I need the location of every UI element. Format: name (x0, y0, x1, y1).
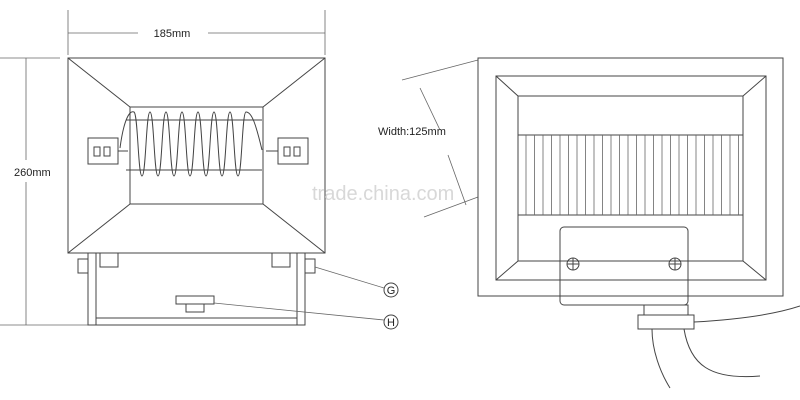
rear-housing (477, 57, 784, 297)
cable-gland (643, 304, 689, 316)
bracket-bolt (175, 295, 215, 305)
callout-g-circle (383, 282, 399, 298)
junction-box (559, 226, 689, 306)
screw-right (668, 257, 682, 271)
lamp-holder-right (266, 137, 309, 165)
inner-reflector (129, 106, 264, 205)
front-view: 185mm 260mm (0, 10, 399, 330)
bracket-knob-right (304, 258, 316, 274)
callout-g-label: G (387, 285, 396, 297)
rear-grille (517, 134, 744, 216)
lamp-holder-left (87, 137, 128, 165)
width-dimension-label: 185mm (154, 28, 191, 40)
callout-h-label: H (387, 317, 395, 329)
lamp-housing (67, 57, 326, 254)
mounting-bracket (77, 252, 316, 326)
bracket-knob-left (77, 258, 89, 274)
width-side-label: Width:125mm (378, 126, 446, 138)
heating-coil (119, 111, 263, 177)
power-cable (651, 305, 800, 389)
height-dimension-label: 260mm (14, 167, 51, 179)
callout-h-circle (383, 314, 399, 330)
screw-left (566, 257, 580, 271)
watermark: trade.china.com (312, 183, 454, 205)
rear-view: Width:125mm (378, 57, 800, 389)
